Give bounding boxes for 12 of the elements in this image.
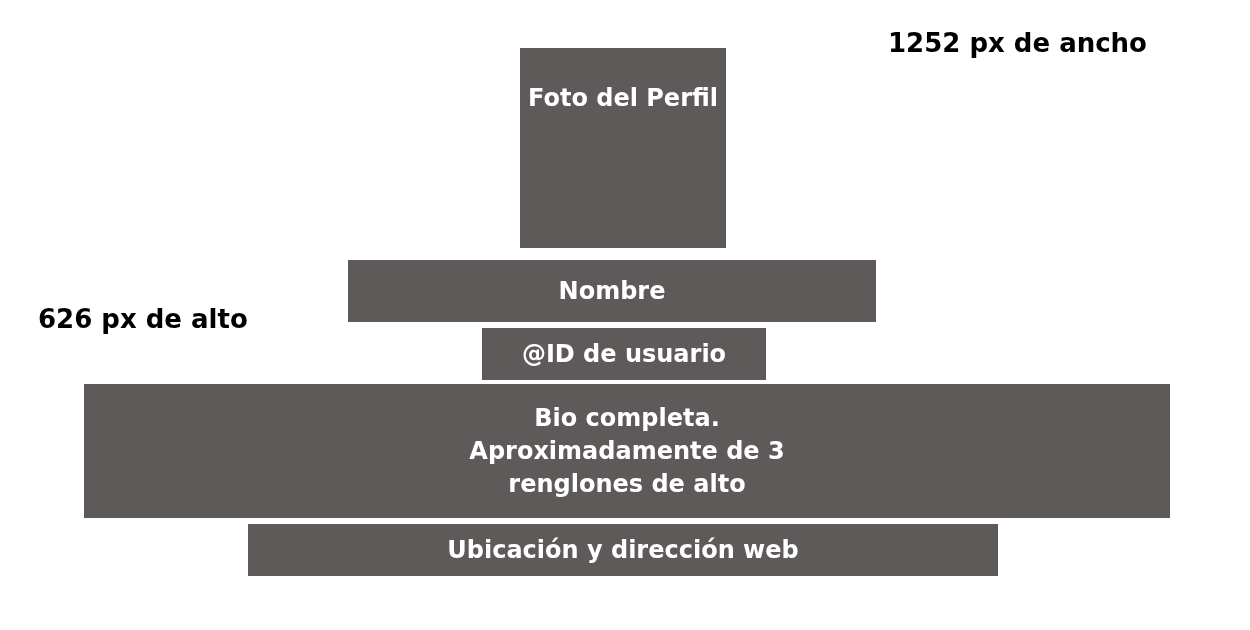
block-text: @ID de usuario — [521, 338, 727, 370]
block-text: Foto del Perfil — [528, 83, 718, 114]
block-text: Bio completa. Aproximadamente de 3 renglones de alto — [468, 402, 786, 500]
content-block — [520, 48, 726, 248]
content-block — [84, 384, 1170, 518]
block-text: Nombre — [558, 275, 666, 307]
block-text: Ubicación y dirección web — [447, 534, 799, 566]
content-block — [248, 524, 998, 576]
dimension-note: 1252 px de ancho — [888, 28, 1147, 58]
content-block — [482, 328, 766, 380]
dimension-note: 626 px de alto — [38, 304, 248, 334]
content-block — [348, 260, 876, 322]
